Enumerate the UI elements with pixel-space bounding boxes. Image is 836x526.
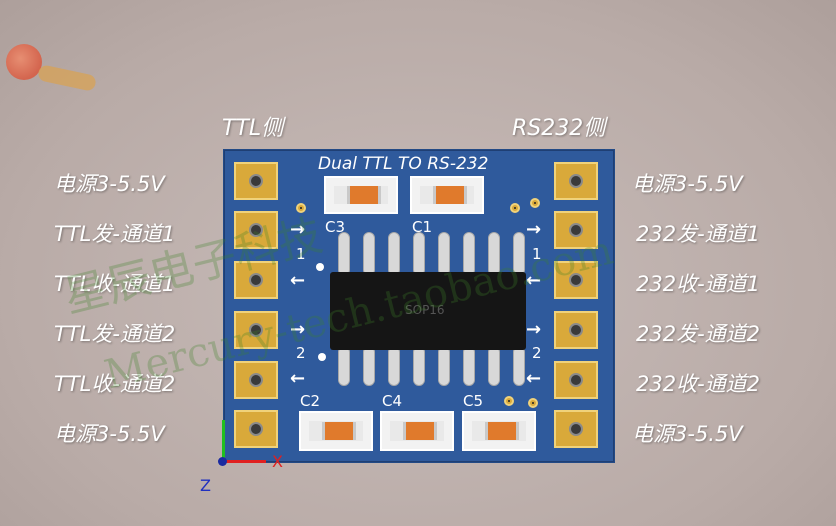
cap-label-c2: C2: [300, 392, 321, 410]
chip-pin: [388, 346, 400, 386]
chip-pin: [363, 346, 375, 386]
chip-pin: [513, 346, 525, 386]
cap-label-c1: C1: [412, 218, 433, 236]
left-label-power-bottom: 电源3-5.5V: [54, 422, 165, 446]
chip-pin: [413, 232, 425, 276]
left-label-ttl-tx-ch2: TTL发-通道2: [54, 322, 176, 346]
chip-pin: [338, 232, 350, 276]
right-pad-3: [554, 261, 598, 299]
left-label-ttl-tx-ch1: TTL发-通道1: [54, 222, 176, 246]
arrow-left-icon: ←: [290, 368, 306, 389]
left-pad-3: [234, 261, 278, 299]
chip-label: SOP16: [405, 303, 445, 317]
arrow-left-icon: ←: [290, 270, 306, 291]
left-pad-6: [234, 410, 278, 448]
capacitor-c4: [380, 411, 454, 451]
logo-icon: [6, 44, 42, 80]
channel-mark-left-1: 1: [296, 245, 306, 263]
via: [296, 203, 306, 213]
via: [530, 198, 540, 208]
left-label-ttl-rx-ch2: TTL收-通道2: [54, 372, 176, 396]
arrow-right-icon: →: [290, 319, 306, 340]
chip-pin: [413, 346, 425, 386]
capacitor-c1: [410, 176, 484, 214]
y-axis-icon: [222, 420, 225, 462]
ic-chip: [330, 272, 526, 350]
axis-origin-icon: [218, 457, 227, 466]
right-pad-6: [554, 410, 598, 448]
arrow-right-icon: →: [526, 219, 542, 240]
x-axis-label: X: [272, 452, 283, 471]
rs232-side-title: RS232侧: [512, 116, 606, 141]
capacitor-c2: [299, 411, 373, 451]
chip-pin: [388, 232, 400, 276]
chip-pin: [363, 232, 375, 276]
left-pad-2: [234, 211, 278, 249]
chip-pin: [488, 346, 500, 386]
arrow-left-icon: ←: [526, 368, 542, 389]
right-label-232-rx-ch2: 232收-通道2: [636, 372, 761, 396]
left-pad-4: [234, 311, 278, 349]
mounting-dot: [316, 263, 324, 271]
channel-mark-right-1: 1: [532, 245, 542, 263]
right-label-power-top: 电源3-5.5V: [632, 172, 743, 196]
mounting-dot: [318, 353, 326, 361]
capacitor-c3: [324, 176, 398, 214]
cap-label-c5: C5: [463, 392, 484, 410]
right-label-232-rx-ch1: 232收-通道1: [636, 272, 761, 296]
right-label-power-bottom: 电源3-5.5V: [632, 422, 743, 446]
via: [510, 203, 520, 213]
chip-pin: [463, 346, 475, 386]
cap-label-c4: C4: [382, 392, 403, 410]
right-pad-5: [554, 361, 598, 399]
via: [528, 398, 538, 408]
right-pad-1: [554, 162, 598, 200]
board-title: Dual TTL TO RS-232: [318, 154, 489, 174]
chip-pin: [338, 346, 350, 386]
arrow-left-icon: ←: [526, 270, 542, 291]
x-axis-icon: [222, 460, 266, 463]
left-pad-1: [234, 162, 278, 200]
left-label-power-top: 电源3-5.5V: [54, 172, 165, 196]
left-pad-5: [234, 361, 278, 399]
channel-mark-left-2: 2: [296, 344, 306, 362]
right-label-232-tx-ch2: 232发-通道2: [636, 322, 761, 346]
chip-pin: [438, 346, 450, 386]
capacitor-c5: [462, 411, 536, 451]
arrow-right-icon: →: [526, 319, 542, 340]
channel-mark-right-2: 2: [532, 344, 542, 362]
ttl-side-title: TTL侧: [222, 116, 284, 141]
cap-label-c3: C3: [325, 218, 346, 236]
z-axis-label: Z: [200, 476, 211, 495]
right-label-232-tx-ch1: 232发-通道1: [636, 222, 761, 246]
via: [504, 396, 514, 406]
right-pad-2: [554, 211, 598, 249]
arrow-right-icon: →: [290, 219, 306, 240]
right-pad-4: [554, 311, 598, 349]
left-label-ttl-rx-ch1: TTL收-通道1: [54, 272, 176, 296]
